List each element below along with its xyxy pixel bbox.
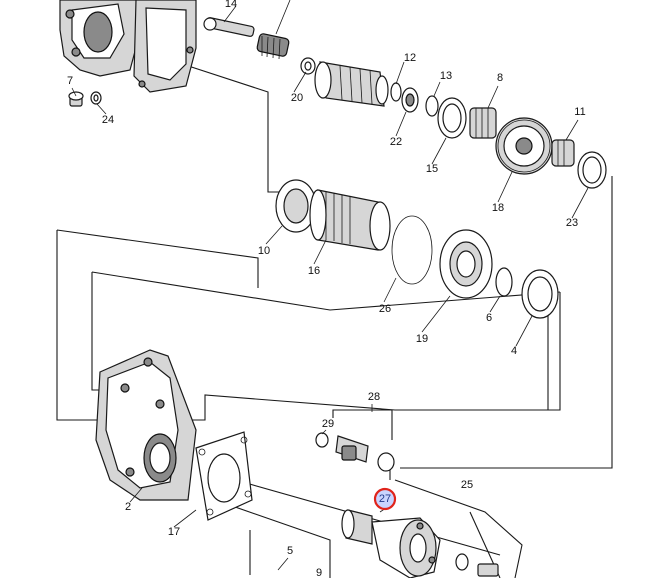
sensor-assembly [315, 409, 395, 472]
callout-23: 23 [566, 217, 578, 229]
callout-6: 6 [486, 312, 492, 324]
callout-9: 9 [316, 567, 322, 578]
lower-housing [95, 349, 253, 521]
callout-20: 20 [291, 92, 303, 104]
output-flange-assembly [341, 509, 499, 578]
callout-11: 11 [574, 106, 585, 118]
callout-5: 5 [287, 545, 293, 557]
leader-lines [71, 0, 589, 571]
callout-7: 7 [67, 75, 73, 87]
callout-29: 29 [322, 418, 334, 430]
callout-10: 10 [258, 245, 270, 257]
shift-shaft-assembly [203, 17, 316, 75]
callout-26: 26 [379, 303, 391, 315]
callout-18: 18 [492, 202, 504, 214]
callout-25: 25 [461, 479, 473, 491]
highlight-ring [373, 487, 397, 511]
callout-17: 17 [168, 526, 180, 538]
callout-labels: 14 12 13 8 7 20 11 24 22 15 18 23 10 16 … [67, 0, 586, 578]
callout-14: 14 [225, 0, 237, 10]
input-shaft-assembly [314, 61, 607, 189]
highlighted-callout-27[interactable]: 27 [373, 487, 397, 511]
callout-24: 24 [102, 114, 114, 126]
callout-13: 13 [440, 70, 452, 82]
callout-19: 19 [416, 333, 428, 345]
callout-2: 2 [125, 501, 131, 513]
callout-27: 27 [379, 493, 391, 505]
callout-15: 15 [426, 163, 438, 175]
callout-8: 8 [497, 72, 503, 84]
callout-22: 22 [390, 136, 402, 148]
callout-4: 4 [511, 345, 517, 357]
callout-12: 12 [404, 52, 416, 64]
upper-housing [59, 0, 197, 107]
callout-16: 16 [308, 265, 320, 277]
intermediate-shaft-assembly [275, 179, 559, 319]
callout-28: 28 [368, 391, 380, 403]
